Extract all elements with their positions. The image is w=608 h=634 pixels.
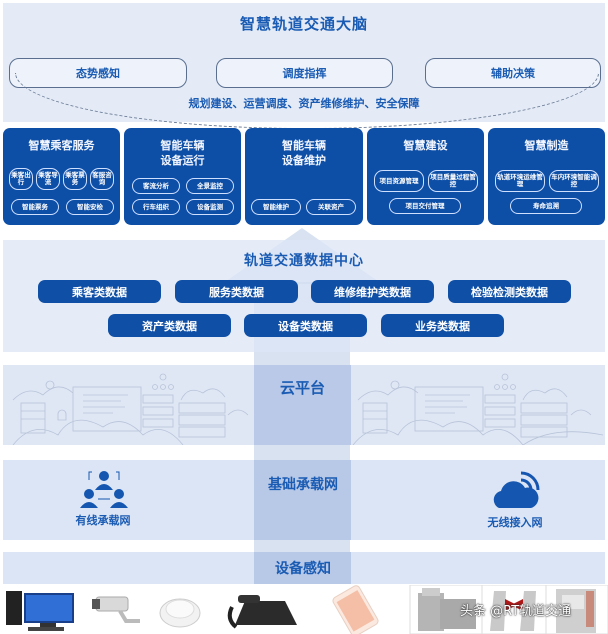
chip: 客流分析 [132, 178, 180, 194]
cloud-center-highlight [254, 365, 351, 445]
card-vehicle-equipment-maintenance: 智能车辆 设备维护 智能维护 关联资产 [245, 128, 363, 225]
ticket-machine-icon [409, 584, 483, 634]
card-title: 智能车辆 设备维护 [245, 138, 363, 168]
wireless-cloud-icon [493, 471, 540, 508]
smartphone-icon [332, 585, 379, 634]
data-pill-equipment: 设备类数据 [244, 314, 367, 337]
chip: 关联资产 [306, 199, 356, 215]
chip: 乘客导流 [36, 168, 60, 190]
chip: 车内环境智能调控 [549, 170, 599, 192]
chip: 项目质量过程管控 [428, 170, 478, 192]
data-pill-inspection: 检验检测类数据 [448, 280, 571, 303]
chip: 乘客票务 [63, 168, 87, 190]
chip: 行车组织 [132, 199, 180, 215]
chip: 客服咨询 [90, 168, 114, 190]
cloud-platform-title: 云平台 [279, 379, 325, 397]
data-pill-business: 业务类数据 [381, 314, 504, 337]
card-smart-construction: 智慧建设 项目资源管理 项目质量过程管控 项目交付管理 [367, 128, 484, 225]
cloud-illustration [12, 373, 604, 445]
users-network-icon [80, 471, 128, 508]
card-title-line2: 设备运行 [160, 154, 205, 167]
device-images-row [0, 584, 608, 634]
card-title: 智能车辆 设备运行 [124, 138, 241, 168]
card-title: 智慧乘客服务 [28, 139, 95, 152]
turnstile-gate-icon [481, 584, 547, 634]
data-pill-maintenance: 维修维护类数据 [311, 280, 434, 303]
data-pill-passenger: 乘客类数据 [38, 280, 161, 303]
device-sensing-title: 设备感知 [275, 561, 331, 577]
computer-icon [6, 591, 74, 631]
wireless-network-label: 无线接入网 [487, 516, 543, 529]
cloud-platform-panel: 云平台 [3, 365, 605, 445]
card-smart-manufacturing: 智慧制造 轨道环境运维管理 车内环境智能调控 寿命追溯 [488, 128, 605, 225]
chip: 智能安检 [66, 199, 114, 215]
card-smart-passenger-service: 智慧乘客服务 乘客出行 乘客导流 乘客票务 客服咨询 智能票务 智能安检 [3, 128, 120, 225]
chip: 项目资源管理 [374, 170, 424, 192]
chip: 全景监控 [186, 178, 234, 194]
vending-terminal-icon [545, 584, 608, 634]
network-center-highlight [254, 460, 351, 540]
chip: 设备监测 [186, 199, 234, 215]
brain-subtitle: 规划建设、运营调度、资产维修维护、安全保障 [188, 97, 420, 110]
card-title-line2: 设备维护 [282, 154, 326, 167]
telephone-icon [227, 595, 297, 629]
chip: 轨道环境运维管理 [495, 170, 545, 192]
device-sensing-panel: 设备感知 [3, 552, 605, 584]
card-title: 智慧建设 [403, 139, 448, 152]
chip: 乘客出行 [9, 168, 33, 190]
data-center-title: 轨道交通数据中心 [244, 253, 364, 269]
card-title-line1: 智能车辆 [282, 139, 326, 152]
network-panel: 基础承载网 有线承载网 无线接入网 [3, 460, 605, 540]
chip: 智能维护 [251, 199, 301, 215]
card-title: 智慧制造 [524, 139, 569, 152]
network-title: 基础承载网 [268, 477, 338, 493]
smoke-detector-icon [159, 598, 201, 628]
watermark: 头条 @RT轨道交通 [460, 604, 572, 619]
chip: 智能票务 [11, 199, 59, 215]
card-vehicle-equipment-operation: 智能车辆 设备运行 客流分析 全景监控 行车组织 设备监测 [124, 128, 241, 225]
chip: 项目交付管理 [389, 198, 461, 214]
brain-title: 智慧轨道交通大脑 [239, 15, 368, 33]
data-center-panel: 轨道交通数据中心 乘客类数据 服务类数据 维修维护类数据 检验检测类数据 资产类… [3, 240, 605, 352]
surveillance-camera-icon [92, 596, 140, 623]
data-pill-service: 服务类数据 [175, 280, 298, 303]
brain-panel: 智慧轨道交通大脑 态势感知 调度指挥 辅助决策 规划建设、运营调度、资产维修维护… [3, 3, 605, 129]
device-center-highlight [254, 552, 351, 584]
card-title-line1: 智能车辆 [160, 139, 205, 152]
wired-network-label: 有线承载网 [75, 514, 131, 527]
chip: 寿命追溯 [510, 198, 582, 214]
data-pill-asset: 资产类数据 [108, 314, 231, 337]
